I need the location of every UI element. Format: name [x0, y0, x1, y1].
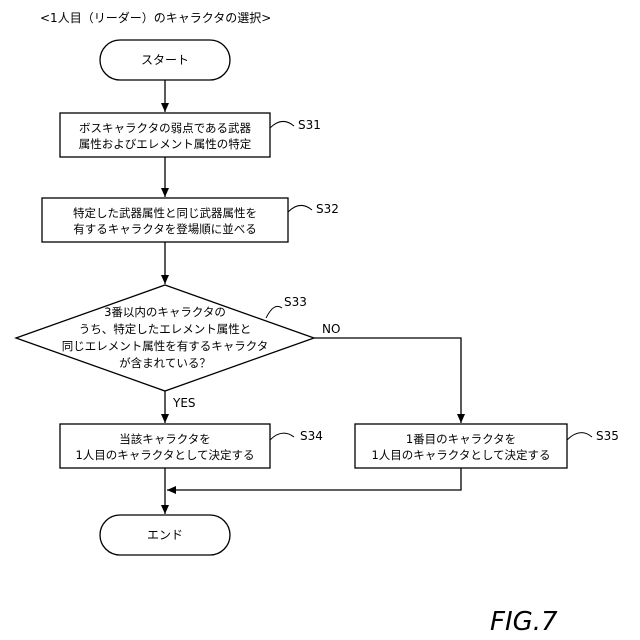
- s35-leader-line: [567, 433, 592, 440]
- s31-step-label: S31: [298, 118, 321, 132]
- s35-step-label: S35: [596, 429, 619, 443]
- start-label: スタート: [141, 53, 189, 67]
- decision-diamond-s33: [16, 285, 314, 391]
- no-branch-label: NO: [322, 322, 340, 336]
- s32-step-label: S32: [316, 202, 339, 216]
- s31-text-line-2: 属性およびエレメント属性の特定: [79, 137, 252, 151]
- s33-step-label: S33: [284, 295, 307, 309]
- s33-leader-line: [266, 306, 282, 318]
- figure-label: FIG.7: [490, 607, 558, 637]
- s34-leader-line: [270, 433, 294, 440]
- s35-text-line-1: 1番目のキャラクタを: [406, 432, 516, 446]
- s31-text-line-1: ボスキャラクタの弱点である武器: [79, 121, 251, 135]
- arrow-s35-to-merge: [167, 468, 461, 490]
- s32-leader-line: [288, 205, 312, 212]
- yes-branch-label: YES: [172, 396, 196, 410]
- s32-text-line-2: 有するキャラクタを登場順に並べる: [73, 222, 257, 236]
- s32-text-line-1: 特定した武器属性と同じ武器属性を: [73, 206, 257, 220]
- diagram-caption: <1人目（リーダー）のキャラクタの選択>: [40, 10, 271, 25]
- s34-text-line-1: 当該キャラクタを: [119, 432, 211, 446]
- s33-text-line-1: 3番以内のキャラクタの: [104, 305, 226, 319]
- s31-leader-line: [270, 121, 294, 128]
- s33-text-line-2: うち、特定したエレメント属性と: [79, 322, 252, 336]
- s34-step-label: S34: [300, 429, 323, 443]
- s34-text-line-2: 1人目のキャラクタとして決定する: [75, 448, 254, 462]
- s33-text-line-4: が含まれている？: [119, 356, 211, 370]
- end-label: エンド: [147, 528, 183, 542]
- s33-text-line-3: 同じエレメント属性を有するキャラクタ: [62, 339, 269, 353]
- arrow-no-to-s35: [314, 338, 461, 423]
- s35-text-line-2: 1人目のキャラクタとして決定する: [371, 448, 550, 462]
